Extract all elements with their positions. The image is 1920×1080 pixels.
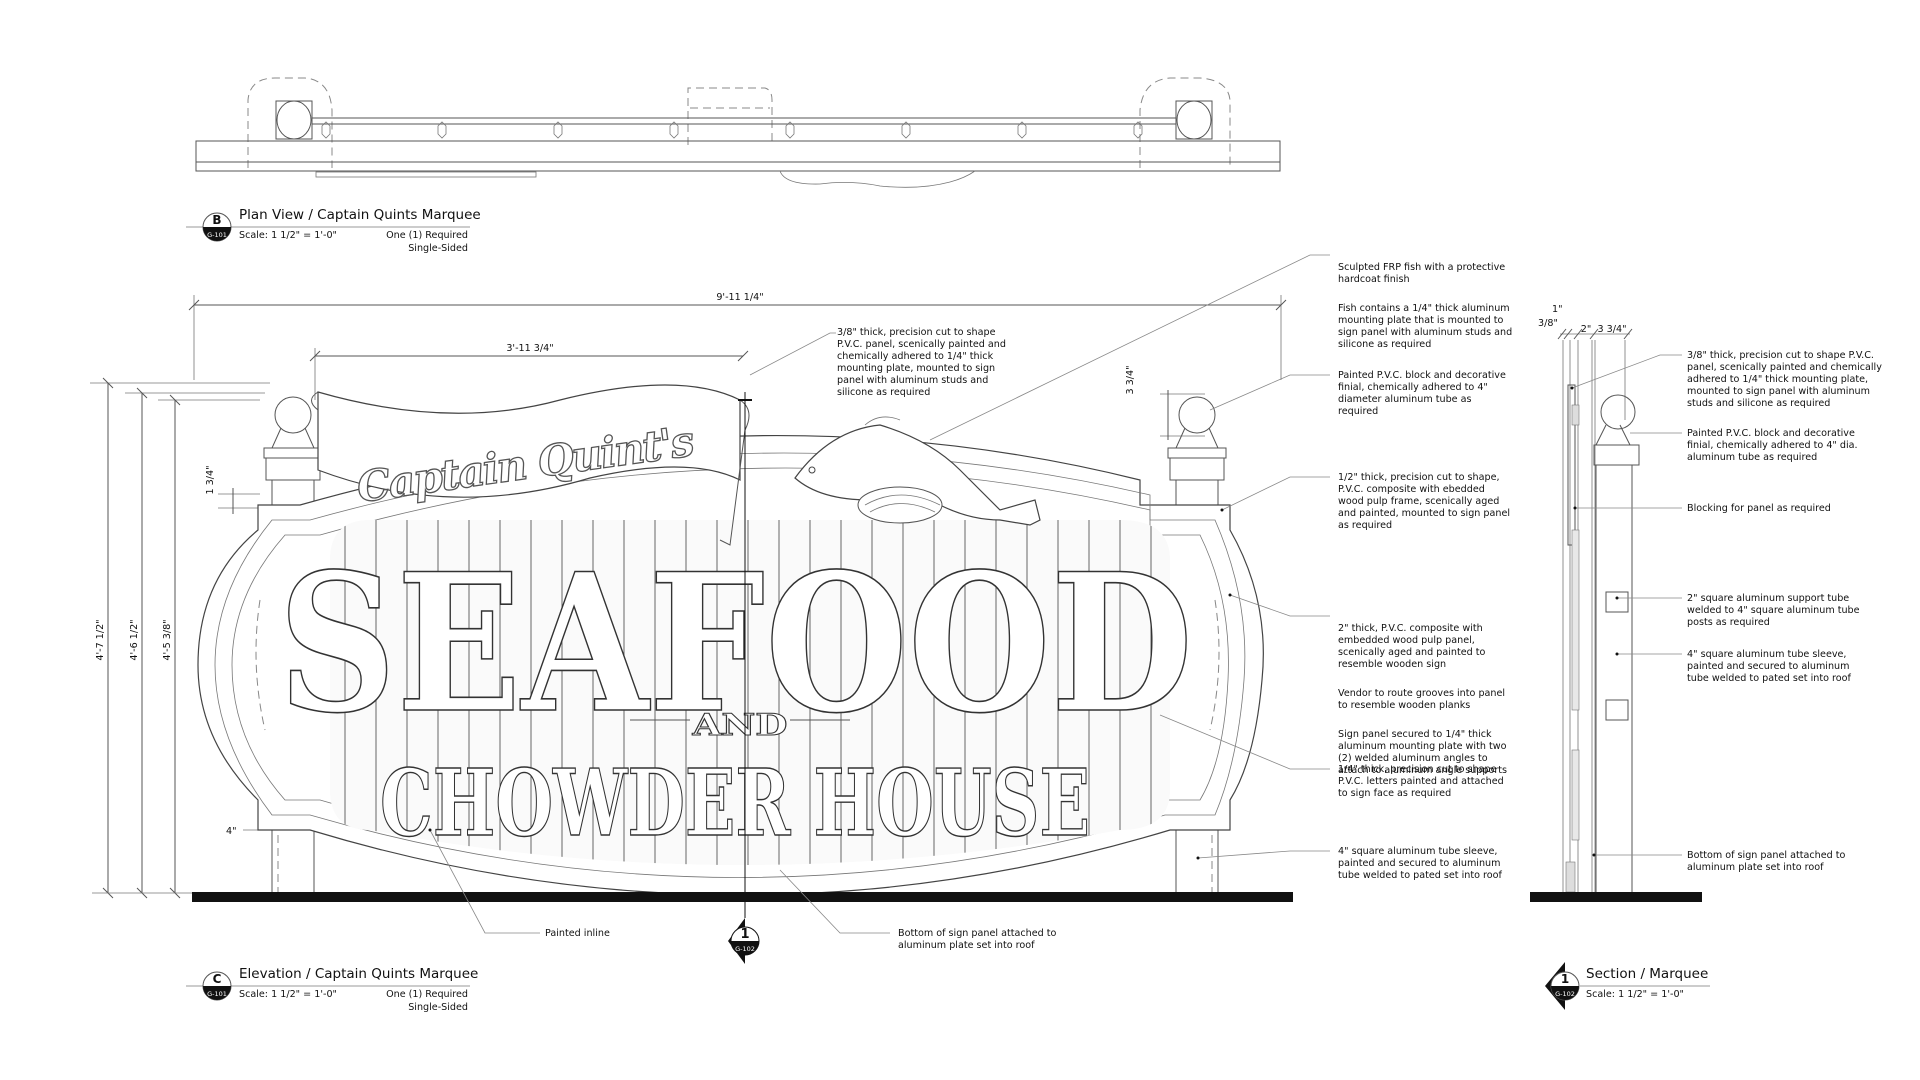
note-finial: Painted P.V.C. block and decorative fini… xyxy=(1338,370,1506,417)
section-note-sleeve: 4" square aluminum tube sleeve, painted … xyxy=(1687,649,1851,684)
sign-panel xyxy=(197,434,1264,896)
elevation-drawing: 9'-11 1/4" 3'-11 3/4" 4'-7 1/2" 4'-6 1/2… xyxy=(90,254,1330,934)
dim-height-post: 4'-6 1/2" xyxy=(129,619,140,660)
note-inline: Painted inline xyxy=(545,928,610,939)
dim-overall-width: 9'-11 1/4" xyxy=(716,292,763,303)
note-frame: 1/2" thick, precision cut to shape, P.V.… xyxy=(1338,472,1511,531)
section-callout-marker[interactable]: 1 G-102 xyxy=(728,918,760,964)
sign-main-text: SEAFOOD xyxy=(278,532,1193,755)
section-marker-sheet: G-102 xyxy=(1555,990,1575,998)
section-scale: Scale: 1 1/2" = 1'-0" xyxy=(1586,989,1684,1000)
section-dim-3: 2" xyxy=(1581,324,1592,335)
dim-height-overall: 4'-7 1/2" xyxy=(95,619,106,660)
section-title: Section / Marquee xyxy=(1586,966,1709,982)
plan-view-qty: One (1) Required Single-Sided xyxy=(370,229,468,255)
note-bottom: Bottom of sign panel attached to aluminu… xyxy=(898,928,1057,951)
sign-sub-text: CHOWDER HOUSE xyxy=(380,749,1090,857)
note-sleeve: 4" square aluminum tube sleeve, painted … xyxy=(1338,846,1502,881)
dim-frame-offset: 1 3/4" xyxy=(205,465,216,494)
section-note-finial: Painted P.V.C. block and decorative fini… xyxy=(1687,428,1858,463)
note-fish-2: Fish contains a 1/4" thick aluminum moun… xyxy=(1338,303,1513,350)
note-panel: 2" thick, P.V.C. composite with embedded… xyxy=(1338,611,1507,794)
dim-post-width: 4" xyxy=(226,826,237,837)
note-panel-1: 2" thick, P.V.C. composite with embedded… xyxy=(1338,623,1486,670)
plan-view-drawing xyxy=(195,77,1281,188)
plan-marker-sheet: G-101 xyxy=(207,231,227,239)
note-letters: 1/4" thick, precision cut to shape P.V.C… xyxy=(1338,764,1504,799)
section-dim-4: 3 3/4" xyxy=(1597,324,1626,335)
section-note-bottom: Bottom of sign panel attached to aluminu… xyxy=(1687,850,1846,873)
note-panel-2: Vendor to route grooves into panel to re… xyxy=(1338,688,1506,711)
plan-marker-letter: B xyxy=(212,213,221,227)
note-panel-3: Sign panel secured to 1/4" thick aluminu… xyxy=(1338,729,1508,776)
dim-banner-width: 3'-11 3/4" xyxy=(506,343,553,354)
note-banner: 3/8" thick, precision cut to shape P.V.C… xyxy=(837,327,1006,398)
fish-sculpture xyxy=(794,416,1041,526)
sign-connector-text: AND xyxy=(691,708,787,743)
roof-line xyxy=(192,892,1293,902)
elevation-qty: One (1) Required Single-Sided xyxy=(370,988,468,1014)
plan-view-scale: Scale: 1 1/2" = 1'-0" xyxy=(239,230,337,241)
plan-view-sides: Single-Sided xyxy=(408,243,468,254)
dim-finial-height: 3 3/4" xyxy=(1125,365,1136,394)
section-note-support: 2" square aluminum support tube welded t… xyxy=(1687,593,1860,628)
dim-height-panel: 4'-5 3/8" xyxy=(162,619,173,660)
elevation-title: Elevation / Captain Quints Marquee xyxy=(239,966,479,982)
elevation-scale: Scale: 1 1/2" = 1'-0" xyxy=(239,989,337,1000)
callout-number: 1 xyxy=(740,927,749,942)
section-marker: 1 G-102 xyxy=(1545,962,1710,1010)
plan-bolts xyxy=(321,121,1143,139)
callout-sheet: G-102 xyxy=(735,945,755,953)
plan-view-marker: B G-101 xyxy=(186,212,470,242)
elevation-marker: C G-101 xyxy=(186,971,470,1001)
elevation-marker-sheet: G-101 xyxy=(207,990,227,998)
elevation-sides: Single-Sided xyxy=(408,1002,468,1013)
wood-planks xyxy=(330,520,1170,865)
elevation-marker-letter: C xyxy=(213,972,222,986)
section-marker-number: 1 xyxy=(1561,972,1569,986)
plan-view-quantity: One (1) Required xyxy=(386,230,468,241)
section-roof-line xyxy=(1530,892,1702,902)
section-drawing: 1" 3/8" 2" 3 3/4" xyxy=(1530,304,1702,902)
plan-view-title: Plan View / Captain Quints Marquee xyxy=(239,207,481,223)
section-dim-2: 3/8" xyxy=(1538,318,1558,329)
elevation-quantity: One (1) Required xyxy=(386,989,468,1000)
section-dim-1: 1" xyxy=(1552,304,1563,315)
note-fish-1: Sculpted FRP fish with a protective hard… xyxy=(1338,262,1506,285)
section-note-banner: 3/8" thick, precision cut to shape P.V.C… xyxy=(1687,350,1882,409)
section-note-blocking: Blocking for panel as required xyxy=(1687,503,1831,514)
note-fish: Sculpted FRP fish with a protective hard… xyxy=(1338,250,1512,368)
